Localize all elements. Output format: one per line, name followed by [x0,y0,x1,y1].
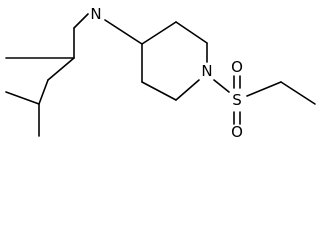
ring-nitrogen-label: N [201,62,212,80]
bond-c2-c3 [38,79,49,105]
structure-diagram: N N S O O [5,5,316,141]
bond-ring-n-c6 [175,79,200,101]
bond-ring-c3-c2 [175,21,208,44]
bond-c3-methyl-a [5,91,40,105]
molecule-canvas: N N S O O [5,5,316,141]
bond-sulfur-ethyl-c1 [246,81,282,97]
bond-ring-c6-c5 [141,81,177,101]
bond-c1-amine-n [73,13,89,29]
bond-ethyl-c1-c2 [280,81,316,105]
sulfur-label: S [232,91,242,109]
bond-c1-c2 [47,57,75,81]
bond-amine-n-ring [104,19,143,45]
bond-ring-n-sulfur [213,79,230,93]
oxygen-bottom-label: O [231,123,243,141]
oxygen-top-label: O [231,58,243,76]
amine-nitrogen-label: N [90,5,101,23]
bond-ring-c4-c3 [141,21,177,45]
